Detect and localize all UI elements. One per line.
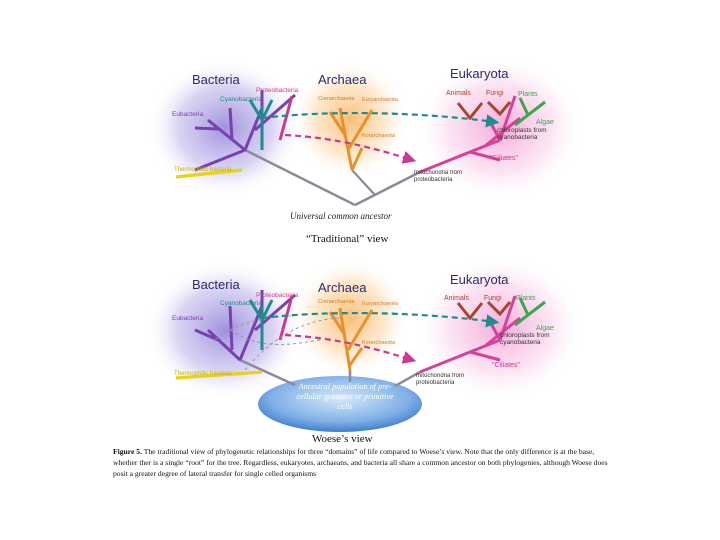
figure-label: Figure 5.: [113, 447, 142, 456]
mitochondria-label-box-2: mitochondria from proteobacteria: [416, 373, 465, 386]
bacteria-title: Bacteria: [192, 72, 240, 87]
cyanobacteria-branch-2: [248, 299, 274, 350]
archaea-glow-2: [290, 258, 410, 378]
figure-caption: Figure 5. The traditional view of phylog…: [113, 446, 613, 479]
algae-label: Algae: [536, 119, 554, 126]
proteobacteria-label: Proteobacteria: [256, 87, 299, 94]
crenarchaeota-label-2: Crenarchaeota: [318, 299, 355, 305]
fungi-branch-2: [486, 300, 512, 317]
animals-branch: [456, 102, 484, 121]
animals-label-2: Animals: [444, 295, 469, 302]
chloroplasts-label-box: chloroplasts from cyanobacteria: [497, 127, 547, 141]
proteobacteria-label-2: Proteobacteria: [256, 292, 299, 299]
chloroplasts-label: chloroplasts from cyanobacteria: [497, 127, 547, 141]
fungi-label: Fungi: [486, 90, 504, 97]
woese-view-title: Woese’s view: [312, 433, 373, 445]
cyanobacteria-label: Cyanobacteria: [220, 96, 262, 103]
bacteria-branches: [194, 90, 296, 172]
thermophilic-branch: [175, 168, 243, 179]
thermophilic-label-2: Thermophilic bacteria: [174, 371, 232, 377]
euryarchaeota-label-2: Euryarchaeota: [362, 301, 399, 307]
trunk-right: [354, 170, 421, 207]
trunk-left: [244, 148, 356, 207]
traditional-view-title: “Traditional” view: [306, 233, 388, 245]
bacteria-glow: [147, 58, 303, 198]
eubacteria-label-2: Eubacteria: [172, 315, 203, 322]
korarchaeota-label-2: Korarchaeota: [362, 340, 396, 346]
cyanobacteria-branch: [248, 99, 274, 150]
root-label: Universal common ancestor: [290, 211, 392, 221]
bacteria-glow-2: [145, 260, 305, 400]
mitochondria-label-2: mitochondria from proteobacteria: [416, 373, 465, 386]
plants-branch: [514, 97, 546, 127]
archaea-branches: [328, 107, 374, 171]
plants-branch-2: [514, 297, 546, 327]
eubacteria-label: Eubacteria: [172, 111, 203, 118]
mitochondria-label-box: mitochondria from proteobacteria: [414, 170, 463, 183]
eukaryota-glow: [415, 54, 585, 202]
eukaryota-branches-2: [419, 295, 521, 374]
mitochondria-transfer: [284, 133, 417, 164]
mitochondria-label: mitochondria from proteobacteria: [414, 170, 463, 183]
traditional-panel: Bacteria Archaea Eukaryota Proteobacteri…: [147, 54, 585, 245]
archaea-title: Archaea: [318, 72, 367, 87]
thermophilic-label: Thermophilic bacteria: [174, 167, 232, 173]
chloroplast-transfer: [261, 111, 500, 128]
fungi-label-2: Fungi: [484, 295, 502, 302]
algae-label-2: Algae: [536, 325, 554, 332]
mitochondria-transfer-2: [284, 333, 417, 364]
fungi-branch: [486, 100, 512, 117]
caption-text: The traditional view of phylogenetic rel…: [113, 447, 608, 478]
chloroplasts-label-box-2: chloroplasts from cyanobacteria: [500, 332, 550, 346]
ancestral-label: Ancestral population of pre-cellular gen…: [296, 382, 394, 411]
woese-stems: [239, 358, 421, 388]
lateral-transfer-lines: [214, 314, 341, 371]
proteobacteria-branch-2: [278, 295, 294, 341]
crenarchaeota-label: Crenarchaeota: [318, 96, 355, 102]
archaea-title-2: Archaea: [318, 280, 367, 295]
ciliates-label: "Ciliates": [490, 155, 518, 162]
archaea-glow: [290, 60, 410, 180]
trunk-archaea: [351, 169, 376, 196]
cyanobacteria-label-2: Cyanobacteria: [220, 300, 262, 307]
chloroplast-transfer-2: [261, 311, 500, 328]
animals-branch-2: [456, 302, 484, 321]
woese-panel: Ancestral population of pre-cellular gen…: [145, 254, 585, 445]
plants-label: Plants: [518, 91, 538, 98]
bacteria-title-2: Bacteria: [192, 277, 240, 292]
ancestral-label-box: Ancestral population of pre-cellular gen…: [296, 382, 394, 411]
ciliates-label-2: "Ciliates": [492, 362, 520, 369]
bacteria-branches-2: [194, 290, 296, 362]
eukaryota-glow-2: [415, 254, 585, 402]
eukaryota-title-2: Eukaryota: [450, 272, 509, 287]
ancestral-population-cell: [258, 376, 422, 432]
animals-label: Animals: [446, 90, 471, 97]
korarchaeota-label: Korarchaeota: [362, 133, 396, 139]
eukaryota-branches: [419, 95, 521, 174]
proteobacteria-branch: [278, 95, 294, 141]
chloroplasts-label-2: chloroplasts from cyanobacteria: [500, 332, 550, 346]
thermophilic-branch-2: [175, 370, 263, 380]
euryarchaeota-label: Euryarchaeota: [362, 97, 399, 103]
eukaryota-title: Eukaryota: [450, 66, 509, 81]
plants-label-2: Plants: [516, 295, 536, 302]
archaea-branches-2: [328, 307, 374, 371]
